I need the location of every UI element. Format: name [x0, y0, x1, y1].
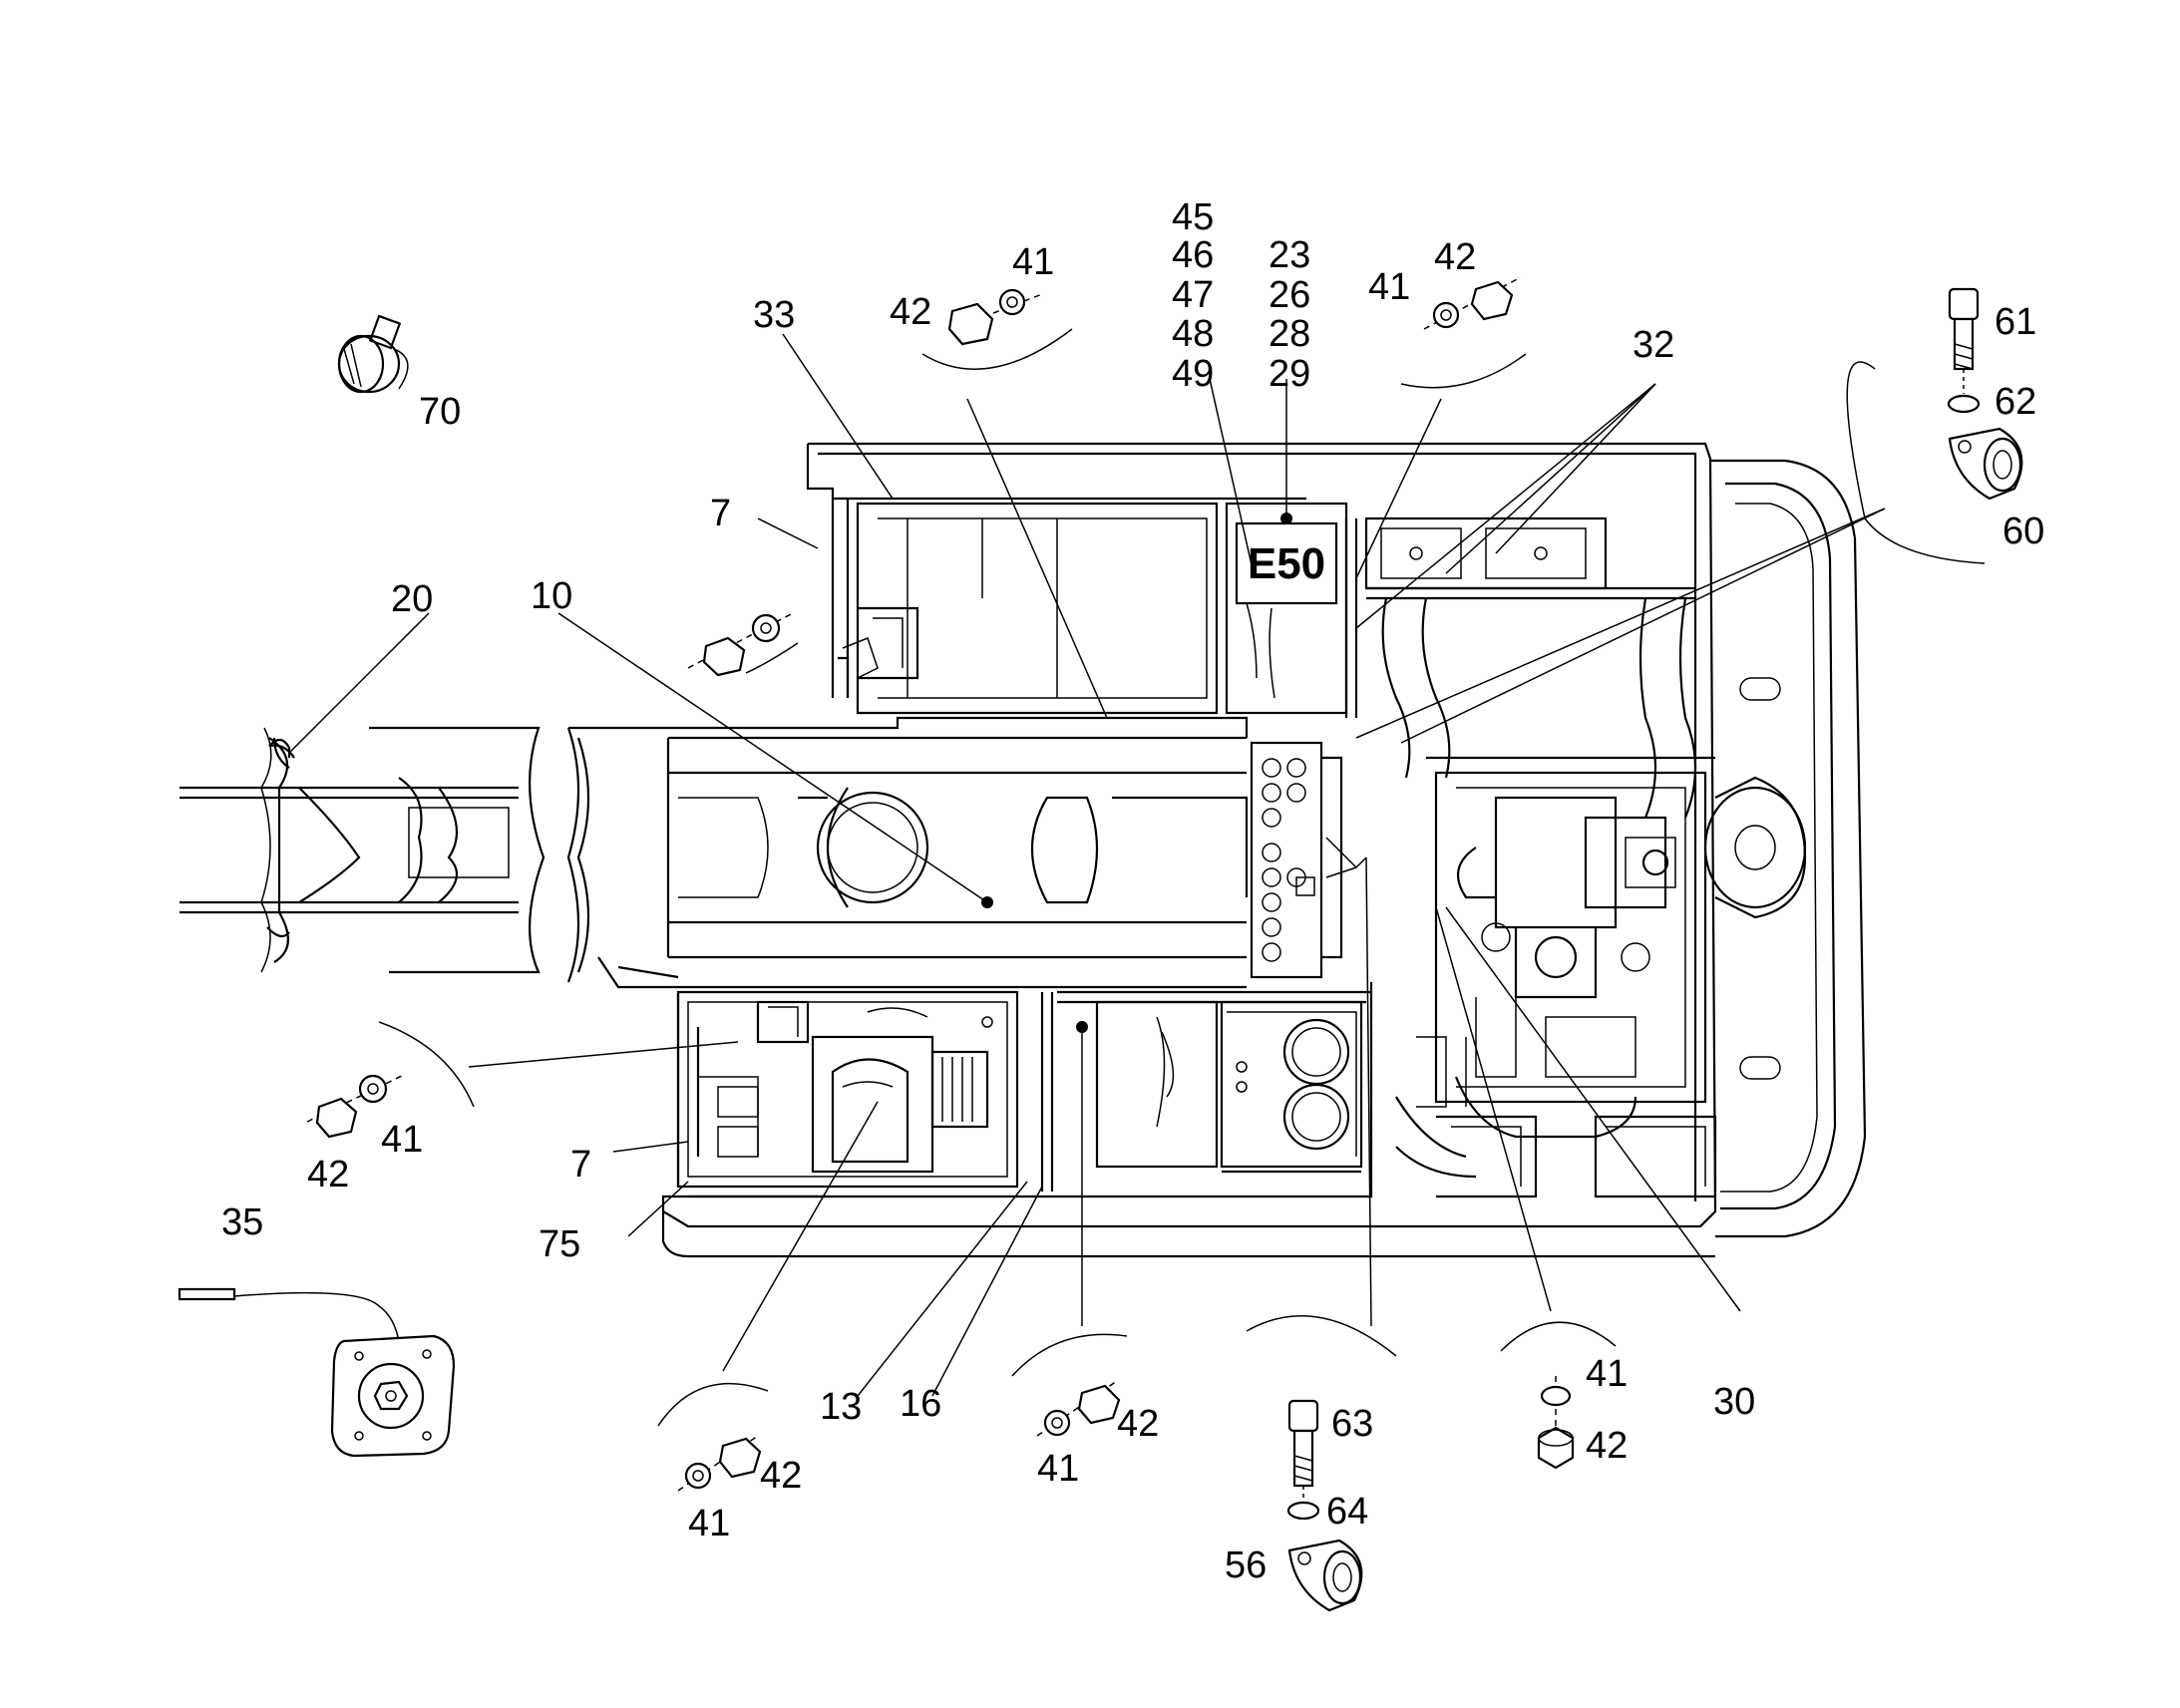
callout-20: 20: [391, 578, 433, 620]
callout-16: 16: [900, 1383, 941, 1425]
leader-lines: [233, 333, 1886, 1397]
washer-nut-icon-bottomleft: [677, 1435, 762, 1492]
callout-42-bottomright: 42: [1586, 1425, 1628, 1467]
callout-13: 13: [820, 1386, 862, 1428]
callout-23: 23: [1269, 234, 1310, 276]
callout-33: 33: [753, 294, 795, 336]
callout-41-bottommid: 41: [1037, 1448, 1079, 1490]
callout-42-bottomleft: 42: [760, 1455, 802, 1497]
callout-10: 10: [531, 575, 572, 617]
callout-26: 26: [1269, 274, 1310, 316]
callout-32: 32: [1633, 324, 1674, 366]
callout-41-bottomleft: 41: [688, 1503, 730, 1544]
callout-61: 61: [1995, 301, 2036, 343]
washer-nut-icon-left: [306, 1074, 405, 1139]
callout-42-bottommid: 42: [1117, 1403, 1159, 1445]
engine-assembly: [1395, 756, 1807, 1198]
boom-assembly: [180, 726, 545, 974]
callout-48: 48: [1172, 313, 1214, 355]
relay-block: [1364, 516, 1697, 819]
callout-42-top: 42: [890, 291, 931, 333]
callout-64: 64: [1326, 1491, 1368, 1533]
callout-41-top: 41: [1012, 241, 1054, 283]
callout-41-topright: 41: [1368, 266, 1410, 308]
washer-nut-icon-topright: [1423, 276, 1522, 330]
cab-area: [676, 990, 1019, 1189]
e50-panel-area: E50: [1225, 502, 1358, 718]
callout-7-upper: 7: [710, 493, 731, 534]
callout-7-lower: 7: [570, 1144, 591, 1186]
callout-63: 63: [1331, 1403, 1373, 1445]
callout-49: 49: [1172, 353, 1214, 395]
callout-30: 30: [1713, 1381, 1755, 1423]
lower-modules: [1040, 990, 1371, 1192]
callout-56: 56: [1225, 1544, 1267, 1586]
washer-nut-icon-bottomright: [1537, 1376, 1575, 1470]
callout-42-topright: 42: [1434, 236, 1476, 278]
hose-clamp-icon: [337, 314, 409, 394]
center-arm-assembly: [566, 502, 1249, 989]
callout-labels: 70 33 41 42 45 46 47 48 49 23 26 28 29 4…: [221, 196, 2044, 1586]
callout-35: 35: [221, 1201, 263, 1243]
callout-45: 45: [1172, 196, 1214, 238]
callout-42-left: 42: [307, 1154, 349, 1196]
group-arcs: [378, 328, 1986, 1427]
callout-28: 28: [1269, 313, 1310, 355]
callout-75: 75: [539, 1223, 580, 1265]
sensor-plate-icon: [178, 1287, 456, 1458]
connector-panel: [1250, 741, 1367, 979]
bolt-clamp-icon-topright: [1947, 287, 2023, 501]
callout-46: 46: [1172, 234, 1214, 276]
washer-nut-icon-mid: [687, 612, 794, 677]
callout-29: 29: [1269, 353, 1310, 395]
washer-nut-icon-bottommid: [1036, 1380, 1121, 1437]
callout-41-left: 41: [381, 1119, 423, 1161]
callout-47: 47: [1172, 274, 1214, 316]
washer-nut-icon-top: [947, 288, 1043, 346]
callout-62: 62: [1995, 381, 2036, 423]
callout-60: 60: [2002, 511, 2044, 552]
bolt-clamp-icon-bottom: [1286, 1399, 1363, 1612]
callout-41-bottomright: 41: [1586, 1353, 1628, 1395]
e50-panel-label: E50: [1248, 539, 1325, 588]
callout-70: 70: [419, 391, 461, 433]
